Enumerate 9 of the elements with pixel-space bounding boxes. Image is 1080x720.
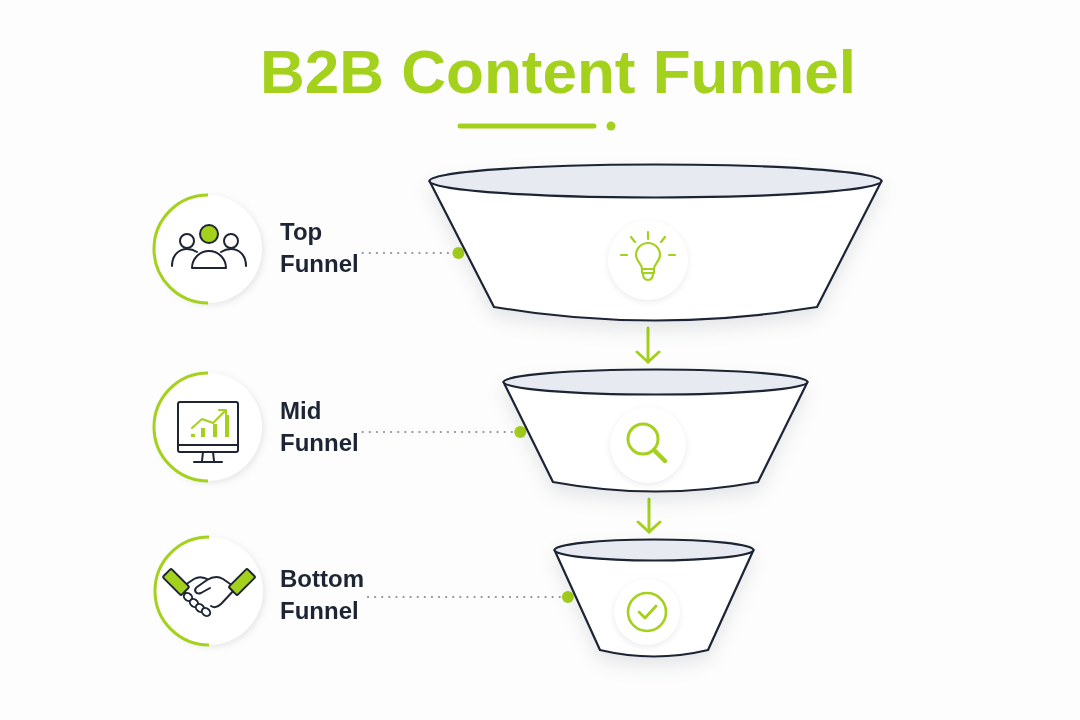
stage-label: Top Funnel [280, 216, 359, 280]
stage-label: Bottom Funnel [280, 563, 364, 627]
title: B2B Content Funnel [260, 41, 856, 103]
leader-line [361, 426, 527, 438]
stage-label: Mid Funnel [280, 395, 359, 459]
leader-line [361, 247, 465, 259]
arrow [635, 326, 661, 364]
leader-line [366, 591, 574, 603]
arrow [636, 497, 662, 534]
